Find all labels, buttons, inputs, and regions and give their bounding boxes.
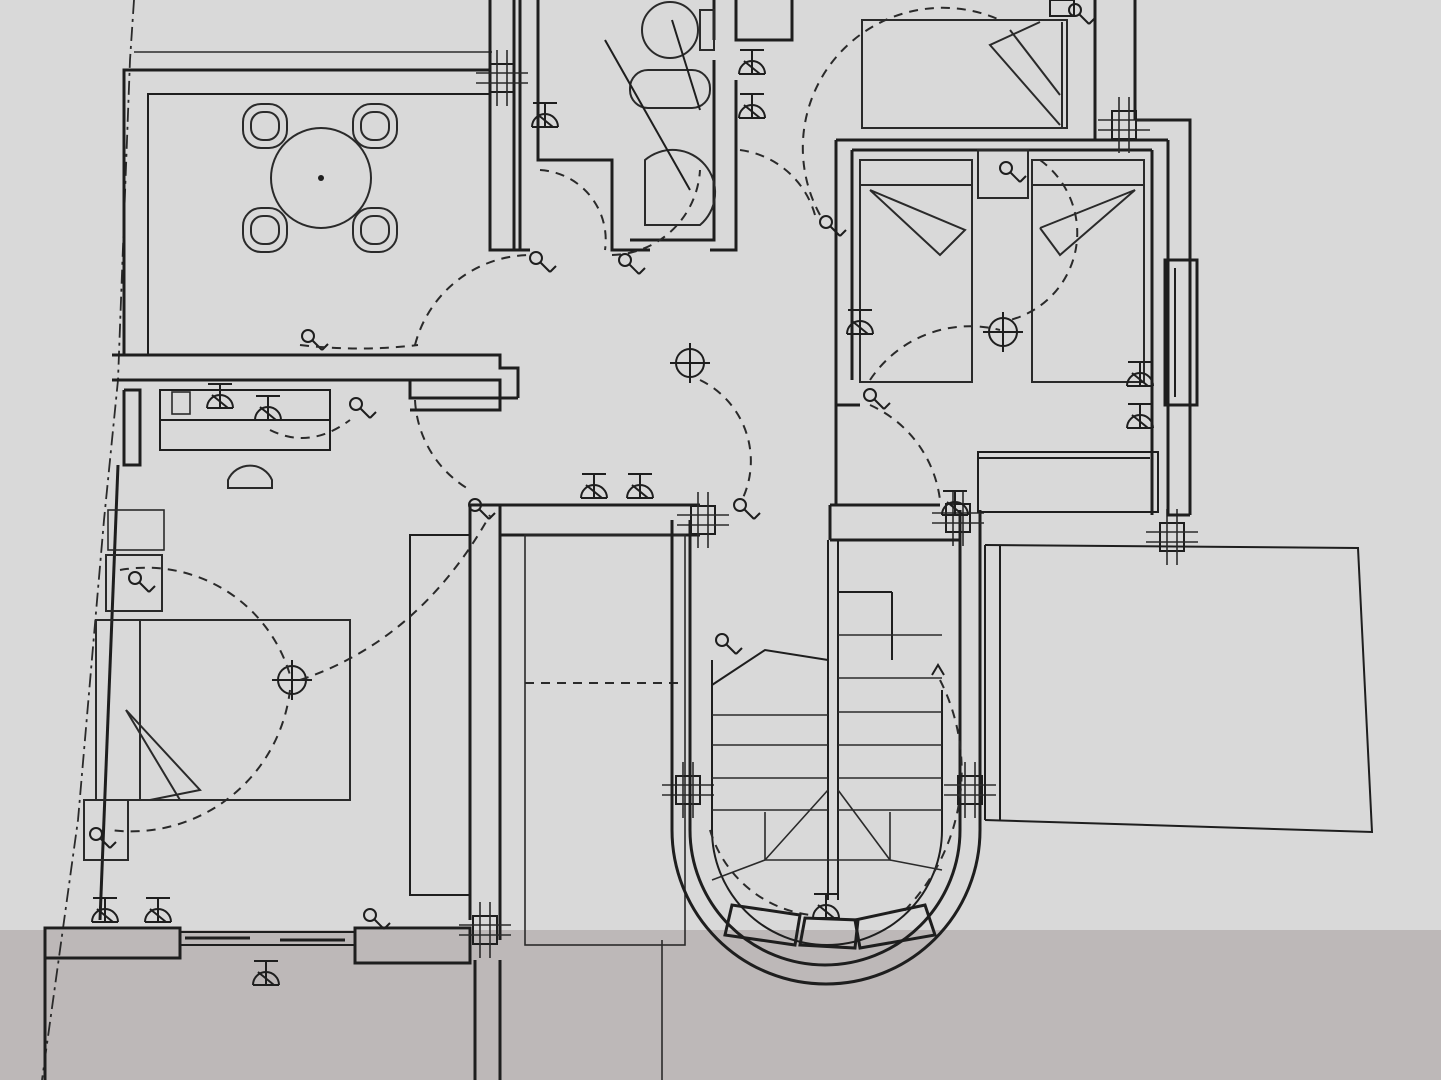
dining-chair xyxy=(242,103,288,149)
switch-icon xyxy=(1068,3,1096,25)
dining-chair xyxy=(242,207,288,253)
dining-chair xyxy=(352,103,398,149)
socket-icon xyxy=(738,93,766,119)
switch-icon xyxy=(128,571,156,593)
switch-icon xyxy=(733,498,761,520)
dining-chair xyxy=(352,207,398,253)
single-bed xyxy=(859,159,973,383)
interior-wall xyxy=(112,353,520,412)
wardrobe xyxy=(977,451,1159,513)
ceiling-light-icon xyxy=(271,659,313,701)
door-swing xyxy=(539,169,607,251)
ceiling-light-icon xyxy=(669,342,711,384)
hall xyxy=(414,342,761,520)
window xyxy=(723,903,802,947)
switch-icon xyxy=(618,253,646,275)
bedroom-twin xyxy=(834,96,1199,517)
socket-icon xyxy=(91,897,119,923)
column-icon xyxy=(661,761,715,819)
switch-icon xyxy=(529,251,557,273)
socket-icon xyxy=(738,49,766,75)
dining-room xyxy=(122,0,516,355)
nightstand xyxy=(977,149,1029,199)
socket-icon xyxy=(812,893,840,919)
switch-icon xyxy=(363,908,391,930)
dining-table xyxy=(242,103,398,253)
wardrobe xyxy=(409,534,471,896)
switch-icon xyxy=(349,397,377,419)
switch-icon xyxy=(819,215,847,237)
socket-icon xyxy=(144,897,172,923)
property-boundary xyxy=(41,0,492,1080)
toilet-icon xyxy=(641,1,699,59)
terrace xyxy=(984,508,1374,834)
socket-icon xyxy=(531,102,559,128)
washbasin-icon xyxy=(629,69,711,109)
socket-icon xyxy=(580,473,608,499)
switch-icon xyxy=(468,498,496,520)
socket-icon xyxy=(626,473,654,499)
double-bed xyxy=(95,619,351,801)
switch-icon xyxy=(999,161,1027,183)
single-bed xyxy=(861,19,1068,129)
socket-icon xyxy=(1126,403,1154,429)
column-icon xyxy=(943,761,997,819)
column-icon xyxy=(931,489,985,547)
socket-icon xyxy=(206,383,234,409)
nightstand xyxy=(83,799,129,861)
column-icon xyxy=(1145,508,1199,566)
paper-shadow xyxy=(0,930,1441,1080)
window xyxy=(853,903,937,950)
bedroom-top xyxy=(739,0,1137,237)
door-swing xyxy=(611,169,701,256)
nightstand xyxy=(105,554,163,612)
shower-icon xyxy=(644,148,717,226)
void-area xyxy=(524,491,730,1080)
kitchen xyxy=(122,383,377,489)
single-bed xyxy=(1031,159,1145,383)
window xyxy=(1163,258,1199,407)
bathroom xyxy=(475,0,794,252)
bar-stool-icon xyxy=(227,464,273,489)
switch-icon xyxy=(863,388,891,410)
staircase xyxy=(670,489,997,986)
switch-icon xyxy=(715,633,743,655)
door-swing xyxy=(414,254,531,346)
kitchen-counter xyxy=(159,389,331,421)
master-bedroom xyxy=(83,464,700,940)
exterior-wall xyxy=(43,901,512,1080)
column-icon xyxy=(1097,96,1151,154)
socket-icon xyxy=(254,395,282,421)
